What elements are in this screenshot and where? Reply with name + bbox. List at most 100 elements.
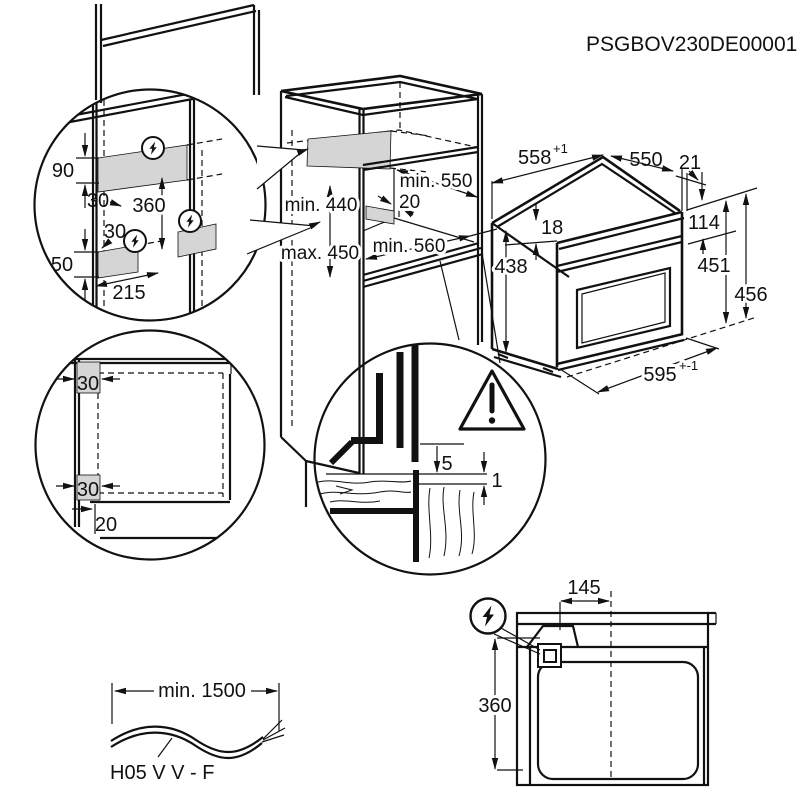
dim-5: 5 xyxy=(441,453,452,475)
topview-vent xyxy=(526,624,580,648)
zone-strip-lower xyxy=(97,244,139,279)
panel-diagonal xyxy=(328,439,355,466)
dim-438: 438 xyxy=(494,256,527,278)
pointer-lower xyxy=(246,219,321,255)
electrical-icon xyxy=(141,136,165,160)
corner-diag-a xyxy=(100,3,255,42)
electrical-icon xyxy=(123,229,147,253)
detail-circle-gap: 5 1 xyxy=(313,342,547,576)
drawing-code: PSGBOV230DE00001 xyxy=(586,33,797,56)
dim-50: 50 xyxy=(51,254,73,276)
dim-min-1500: min. 1500 xyxy=(158,680,246,702)
zone-upper-ext-b xyxy=(186,173,223,181)
connection-zone-upper xyxy=(306,130,392,170)
panel-band-a xyxy=(556,234,683,268)
dim-558-tol: +1 xyxy=(553,141,568,156)
cable-top xyxy=(110,725,264,754)
dim-30-bottom: 30 xyxy=(77,479,99,501)
dim-line-595 xyxy=(597,347,718,393)
cable-wire-ends xyxy=(261,719,286,743)
detail-gap-content: 5 1 xyxy=(317,343,526,562)
cable-bottom xyxy=(110,731,263,760)
zone-square-top xyxy=(76,361,101,394)
electrical-icon xyxy=(178,209,202,233)
top-panel-d xyxy=(197,96,255,118)
dim-line-560 xyxy=(365,235,471,260)
pointer-upper-arrow xyxy=(296,148,309,156)
detail-circle-outline xyxy=(34,329,266,561)
dim-550: 550 xyxy=(629,149,662,171)
door-window-inner xyxy=(581,272,666,344)
dim-line-558 xyxy=(491,154,604,184)
dim-21-leader xyxy=(687,169,699,181)
panel-band-b xyxy=(556,240,683,274)
dim-20: 20 xyxy=(399,192,420,213)
dim-20-corner: 20 xyxy=(95,514,117,536)
cable-label-leader xyxy=(157,737,173,758)
dim-1: 1 xyxy=(491,470,502,492)
plinth-notch xyxy=(280,436,307,462)
cabinet-hidden-bottom xyxy=(286,129,477,148)
warning-icon xyxy=(458,369,526,431)
lightning-icon xyxy=(149,141,157,155)
dim-min-440: min. 440 xyxy=(285,195,358,216)
detail-circle-corner: 30 30 20 xyxy=(34,329,266,561)
topview-outer xyxy=(515,611,710,787)
dim-90: 90 xyxy=(52,160,74,182)
niche-top-a xyxy=(362,145,479,167)
dim-456: 456 xyxy=(734,284,767,306)
connection-box-inner xyxy=(543,649,557,663)
dim-18: 18 xyxy=(541,217,563,239)
cabinet-drawing: min. 440 max. 450 min. 550 20 min. 560 xyxy=(278,74,501,507)
header: PSGBOV230DE00001 xyxy=(586,33,797,56)
top-panel-c xyxy=(197,90,259,114)
dim-max-450: max. 450 xyxy=(281,243,359,264)
dim-line-550n xyxy=(396,169,478,198)
niche-top-b xyxy=(362,150,479,172)
zone-ext-a xyxy=(390,130,431,137)
top-panel-b xyxy=(69,96,199,124)
lightning-icon xyxy=(482,605,494,627)
frame-top-b xyxy=(558,216,685,251)
dim-30-top: 30 xyxy=(77,373,99,395)
detail-circle-electrical: 90 30 360 30 50 215 xyxy=(33,3,321,322)
top-view-figure: 145 360 xyxy=(469,577,717,787)
ref-frame-top xyxy=(686,187,758,211)
cone-line-a xyxy=(439,260,460,341)
panel-bar-b xyxy=(411,343,419,462)
cabinet-top-inner xyxy=(285,80,478,101)
panel-step xyxy=(351,373,383,444)
lightning-icon xyxy=(131,234,139,248)
dim-20-leader-b xyxy=(402,208,415,218)
dim-30a-leader xyxy=(109,199,122,207)
pointer-upper xyxy=(256,145,309,190)
dim-line-550 xyxy=(610,155,674,172)
electrical-icon xyxy=(469,597,507,635)
dim-595: 595 xyxy=(643,364,676,386)
topview-cavity xyxy=(536,660,700,781)
oven-drawing: 558 +1 550 21 114 18 438 451 456 595 xyxy=(490,141,771,395)
pointer-lower-arrow xyxy=(308,221,321,230)
dim-451: 451 xyxy=(697,255,730,277)
cable-figure: min. 1500 H05 V V - F xyxy=(110,680,286,784)
panel-bar-a xyxy=(396,352,404,448)
dim-min-560: min. 560 xyxy=(373,236,446,257)
wood-grain-right xyxy=(428,486,475,559)
zone-square-bottom xyxy=(76,474,101,501)
cable-type: H05 V V - F xyxy=(110,762,214,784)
dim-line-215 xyxy=(95,272,159,287)
callout-line-b xyxy=(493,633,541,655)
dim-360-topview: 360 xyxy=(478,695,511,717)
detail-corner-content: 30 30 20 xyxy=(56,357,233,540)
detail-circle-outline xyxy=(33,88,267,322)
dim-114: 114 xyxy=(688,212,720,234)
oven-top-inner xyxy=(496,162,676,228)
detail-circle-outline xyxy=(313,342,547,576)
wood-grain-left xyxy=(317,480,412,503)
top-panel-a xyxy=(69,90,199,118)
dim-360: 360 xyxy=(132,195,165,217)
dim-30b-leader xyxy=(101,238,113,249)
dim-145: 145 xyxy=(567,577,600,599)
